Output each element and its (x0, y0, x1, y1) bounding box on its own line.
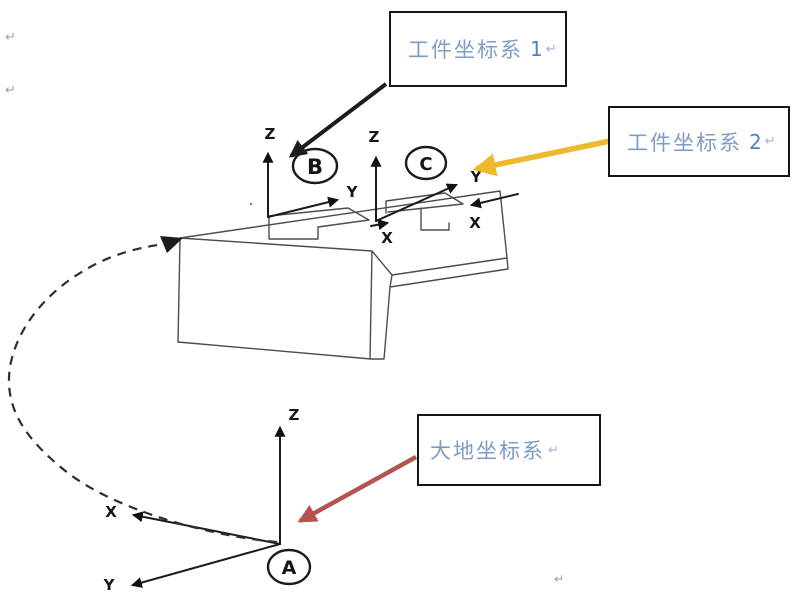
frame-c-x-label: X (381, 229, 393, 247)
textbox-workpiece-cs2-label: 工件坐标系 (627, 130, 742, 155)
frame-b-z-label: Z (265, 125, 276, 143)
frame-c-z-label: Z (369, 128, 380, 146)
frame-a: Z X Y A (103, 406, 312, 592)
callout-arrow-cs1 (288, 82, 388, 158)
ledge-x-axis (469, 193, 519, 209)
return-mark-icon: ↵ (554, 572, 565, 586)
textbox-workpiece-cs1-label: 工件坐标系 (408, 38, 523, 62)
callout-arrow-cs2 (472, 138, 611, 177)
dashed-arc (7, 242, 278, 544)
textbox-workpiece-cs2-number: 2 (749, 129, 762, 154)
ledge-x-label: X (469, 214, 481, 232)
frame-b-y-label: Y (346, 183, 359, 201)
frame-a-x-label: X (105, 503, 117, 521)
boss-right (385, 192, 464, 231)
textbox-workpiece-cs1-number: 1 (530, 37, 543, 61)
frame-b: Z Y B (262, 125, 359, 218)
frame-a-id: A (282, 557, 297, 579)
frame-c-circle (404, 145, 448, 181)
textbox-workpiece-cs1: 工件坐标系 1 ↵ (389, 11, 567, 87)
frame-a-circle (266, 548, 312, 586)
surface-dot (249, 202, 253, 206)
frame-c-id: C (419, 154, 432, 175)
textbox-world-cs-label: 大地坐标系 (430, 439, 545, 463)
boss-left (268, 207, 370, 240)
return-mark-icon: ↵ (545, 41, 557, 57)
textbox-world-cs: 大地坐标系 ↵ (417, 414, 601, 486)
frame-c: Z Y X C X (369, 128, 519, 247)
frame-c-y-axis (375, 183, 459, 222)
transform-curve (7, 236, 278, 544)
textbox-workpiece-cs2: 工件坐标系 2 ↵ (608, 106, 790, 177)
return-mark-icon: ↵ (548, 442, 559, 458)
dashed-arc-arrowhead (160, 236, 183, 253)
frame-a-y-label: Y (103, 576, 116, 592)
frame-c-x-axis (370, 219, 390, 231)
frame-a-z-label: Z (289, 406, 300, 424)
return-mark-icon: ↵ (5, 30, 16, 45)
workpiece-block (177, 190, 509, 360)
frame-b-id: B (307, 155, 323, 179)
frame-b-circle (291, 147, 339, 185)
frame-a-y-axis (130, 543, 281, 588)
return-mark-icon: ↵ (764, 134, 776, 149)
frame-b-y-axis (267, 196, 340, 218)
return-mark-icon: ↵ (5, 83, 16, 98)
callout-arrow-world (297, 455, 418, 523)
